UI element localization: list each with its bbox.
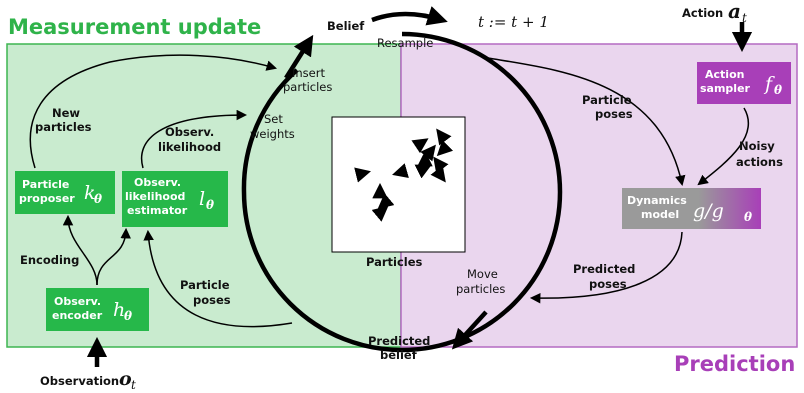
predicted-belief-label-1: Predicted <box>368 334 430 348</box>
particle-arrow <box>411 138 429 154</box>
new-particles-label-1: New <box>52 106 80 120</box>
dynamics-model-line1: Dynamics <box>627 194 687 207</box>
time-update-label: t := t + 1 <box>478 13 549 31</box>
encoding-label: Encoding <box>20 253 79 267</box>
particle-poses-right-label-1: Particle <box>582 93 632 107</box>
dynamics-model-line2: model <box>641 208 679 221</box>
cycle-arc-left-visible <box>241 191 403 353</box>
observ-encoder-box <box>46 288 149 331</box>
dynamics-model-symbol: g/g <box>693 200 724 222</box>
action-sampler-sub: θ <box>774 83 782 97</box>
likelihood-estimator-line2: likelihood <box>125 190 185 203</box>
particle-arrows <box>354 128 454 222</box>
noisy-actions-label-2: actions <box>736 155 783 169</box>
observ-encoder-line2: encoder <box>52 309 103 322</box>
observation-symbol: o <box>119 368 132 390</box>
particle-proposer-line1: Particle <box>22 178 69 191</box>
move-particles-label-2: particles <box>456 282 505 296</box>
particle-arrow <box>436 128 452 146</box>
insert-particles-label-2: particles <box>283 80 332 94</box>
arrow-predicted-poses <box>529 231 683 304</box>
observ-encoder-sub: θ <box>124 309 132 323</box>
arrow-particle-poses-to-dynamics <box>487 57 686 187</box>
action-sampler-symbol: f <box>763 73 775 95</box>
arrow-to-predicted-belief <box>451 310 488 350</box>
particle-arrow <box>436 139 454 157</box>
dynamics-model-box <box>622 188 761 229</box>
likelihood-estimator-sub: θ <box>206 198 214 212</box>
action-label: Action <box>682 6 723 20</box>
action-sampler-line2: sampler <box>700 82 751 95</box>
likelihood-estimator-box <box>122 171 228 227</box>
particle-arrow <box>414 164 432 179</box>
likelihood-estimator-line3: estimator <box>127 204 188 217</box>
arrow-noisy-actions <box>697 107 750 186</box>
noisy-actions-label-1: Noisy <box>739 139 775 153</box>
dynamics-model-sub: θ <box>744 210 752 224</box>
prediction-title: Prediction <box>674 352 795 376</box>
arrow-observ-likelihood <box>140 109 248 169</box>
predicted-poses-label-2: poses <box>589 277 627 291</box>
cycle-arc-right <box>401 31 563 353</box>
belief-label: Belief <box>327 19 365 33</box>
action-sub: t <box>742 11 747 25</box>
particle-proposer-symbol: k <box>84 182 96 204</box>
likelihood-estimator-line1: Observ. <box>134 176 181 189</box>
particle-arrow <box>430 165 446 183</box>
arrow-new-particles <box>29 54 278 169</box>
particle-arrow <box>392 163 409 179</box>
resample-label: Resample <box>377 36 433 50</box>
arrow-encoding-to-proposer <box>62 214 98 286</box>
action-sampler-box <box>697 62 791 104</box>
arrow-belief-to-time <box>371 6 448 26</box>
particle-proposer-sub: θ <box>94 192 102 206</box>
observ-encoder-symbol: h <box>113 299 125 321</box>
particle-poses-right-label-2: poses <box>595 107 633 121</box>
action-symbol: a <box>728 0 741 23</box>
particle-poses-left-label-1: Particle <box>180 278 230 292</box>
particle-arrow <box>354 167 371 183</box>
particles-caption: Particles <box>366 255 423 269</box>
insert-particles-label-1: Insert <box>292 66 325 80</box>
measurement-update-title: Measurement update <box>8 15 261 39</box>
observ-encoder-line1: Observ. <box>54 295 101 308</box>
predicted-poses-label-1: Predicted <box>573 262 635 276</box>
particle-proposer-line2: proposer <box>19 192 75 205</box>
likelihood-estimator-symbol: l <box>199 188 205 210</box>
predicted-belief-label-2: belief <box>380 348 418 362</box>
observ-likelihood-label-2: likelihood <box>158 140 221 154</box>
arrow-encoding-to-estimator <box>96 227 131 286</box>
observation-label: Observation <box>40 374 119 388</box>
cycle-arc-left-upper <box>241 68 299 193</box>
particle-proposer-box <box>15 171 115 214</box>
observ-likelihood-label-1: Observ. <box>165 125 214 139</box>
move-particles-label-1: Move <box>467 267 498 281</box>
particle-poses-left-label-2: poses <box>193 293 231 307</box>
action-sampler-line1: Action <box>705 68 744 81</box>
arrow-to-belief <box>284 34 314 80</box>
observation-sub: t <box>131 378 136 392</box>
new-particles-label-2: particles <box>35 120 92 134</box>
set-weights-label-2: weights <box>250 127 295 141</box>
particle-arrow <box>433 156 449 174</box>
particles-box <box>331 116 466 253</box>
particle-arrow <box>371 206 389 222</box>
set-weights-label-1: Set <box>264 112 283 126</box>
arrow-particle-poses-to-estimator <box>143 229 293 328</box>
